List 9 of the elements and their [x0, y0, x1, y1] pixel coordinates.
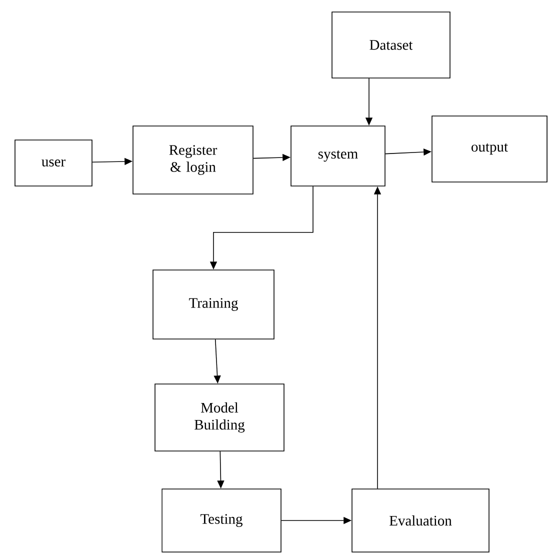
- process-box: output: [432, 116, 548, 182]
- process-box: Testing: [162, 488, 282, 552]
- process-box: Model Building: [154, 384, 284, 452]
- process-box: system: [290, 126, 386, 186]
- process-box: user: [14, 140, 92, 186]
- process-box: Dataset: [332, 12, 450, 78]
- process-box: Evaluation: [352, 488, 490, 552]
- process-box: Training: [152, 270, 274, 340]
- process-box: Register & login: [132, 126, 254, 194]
